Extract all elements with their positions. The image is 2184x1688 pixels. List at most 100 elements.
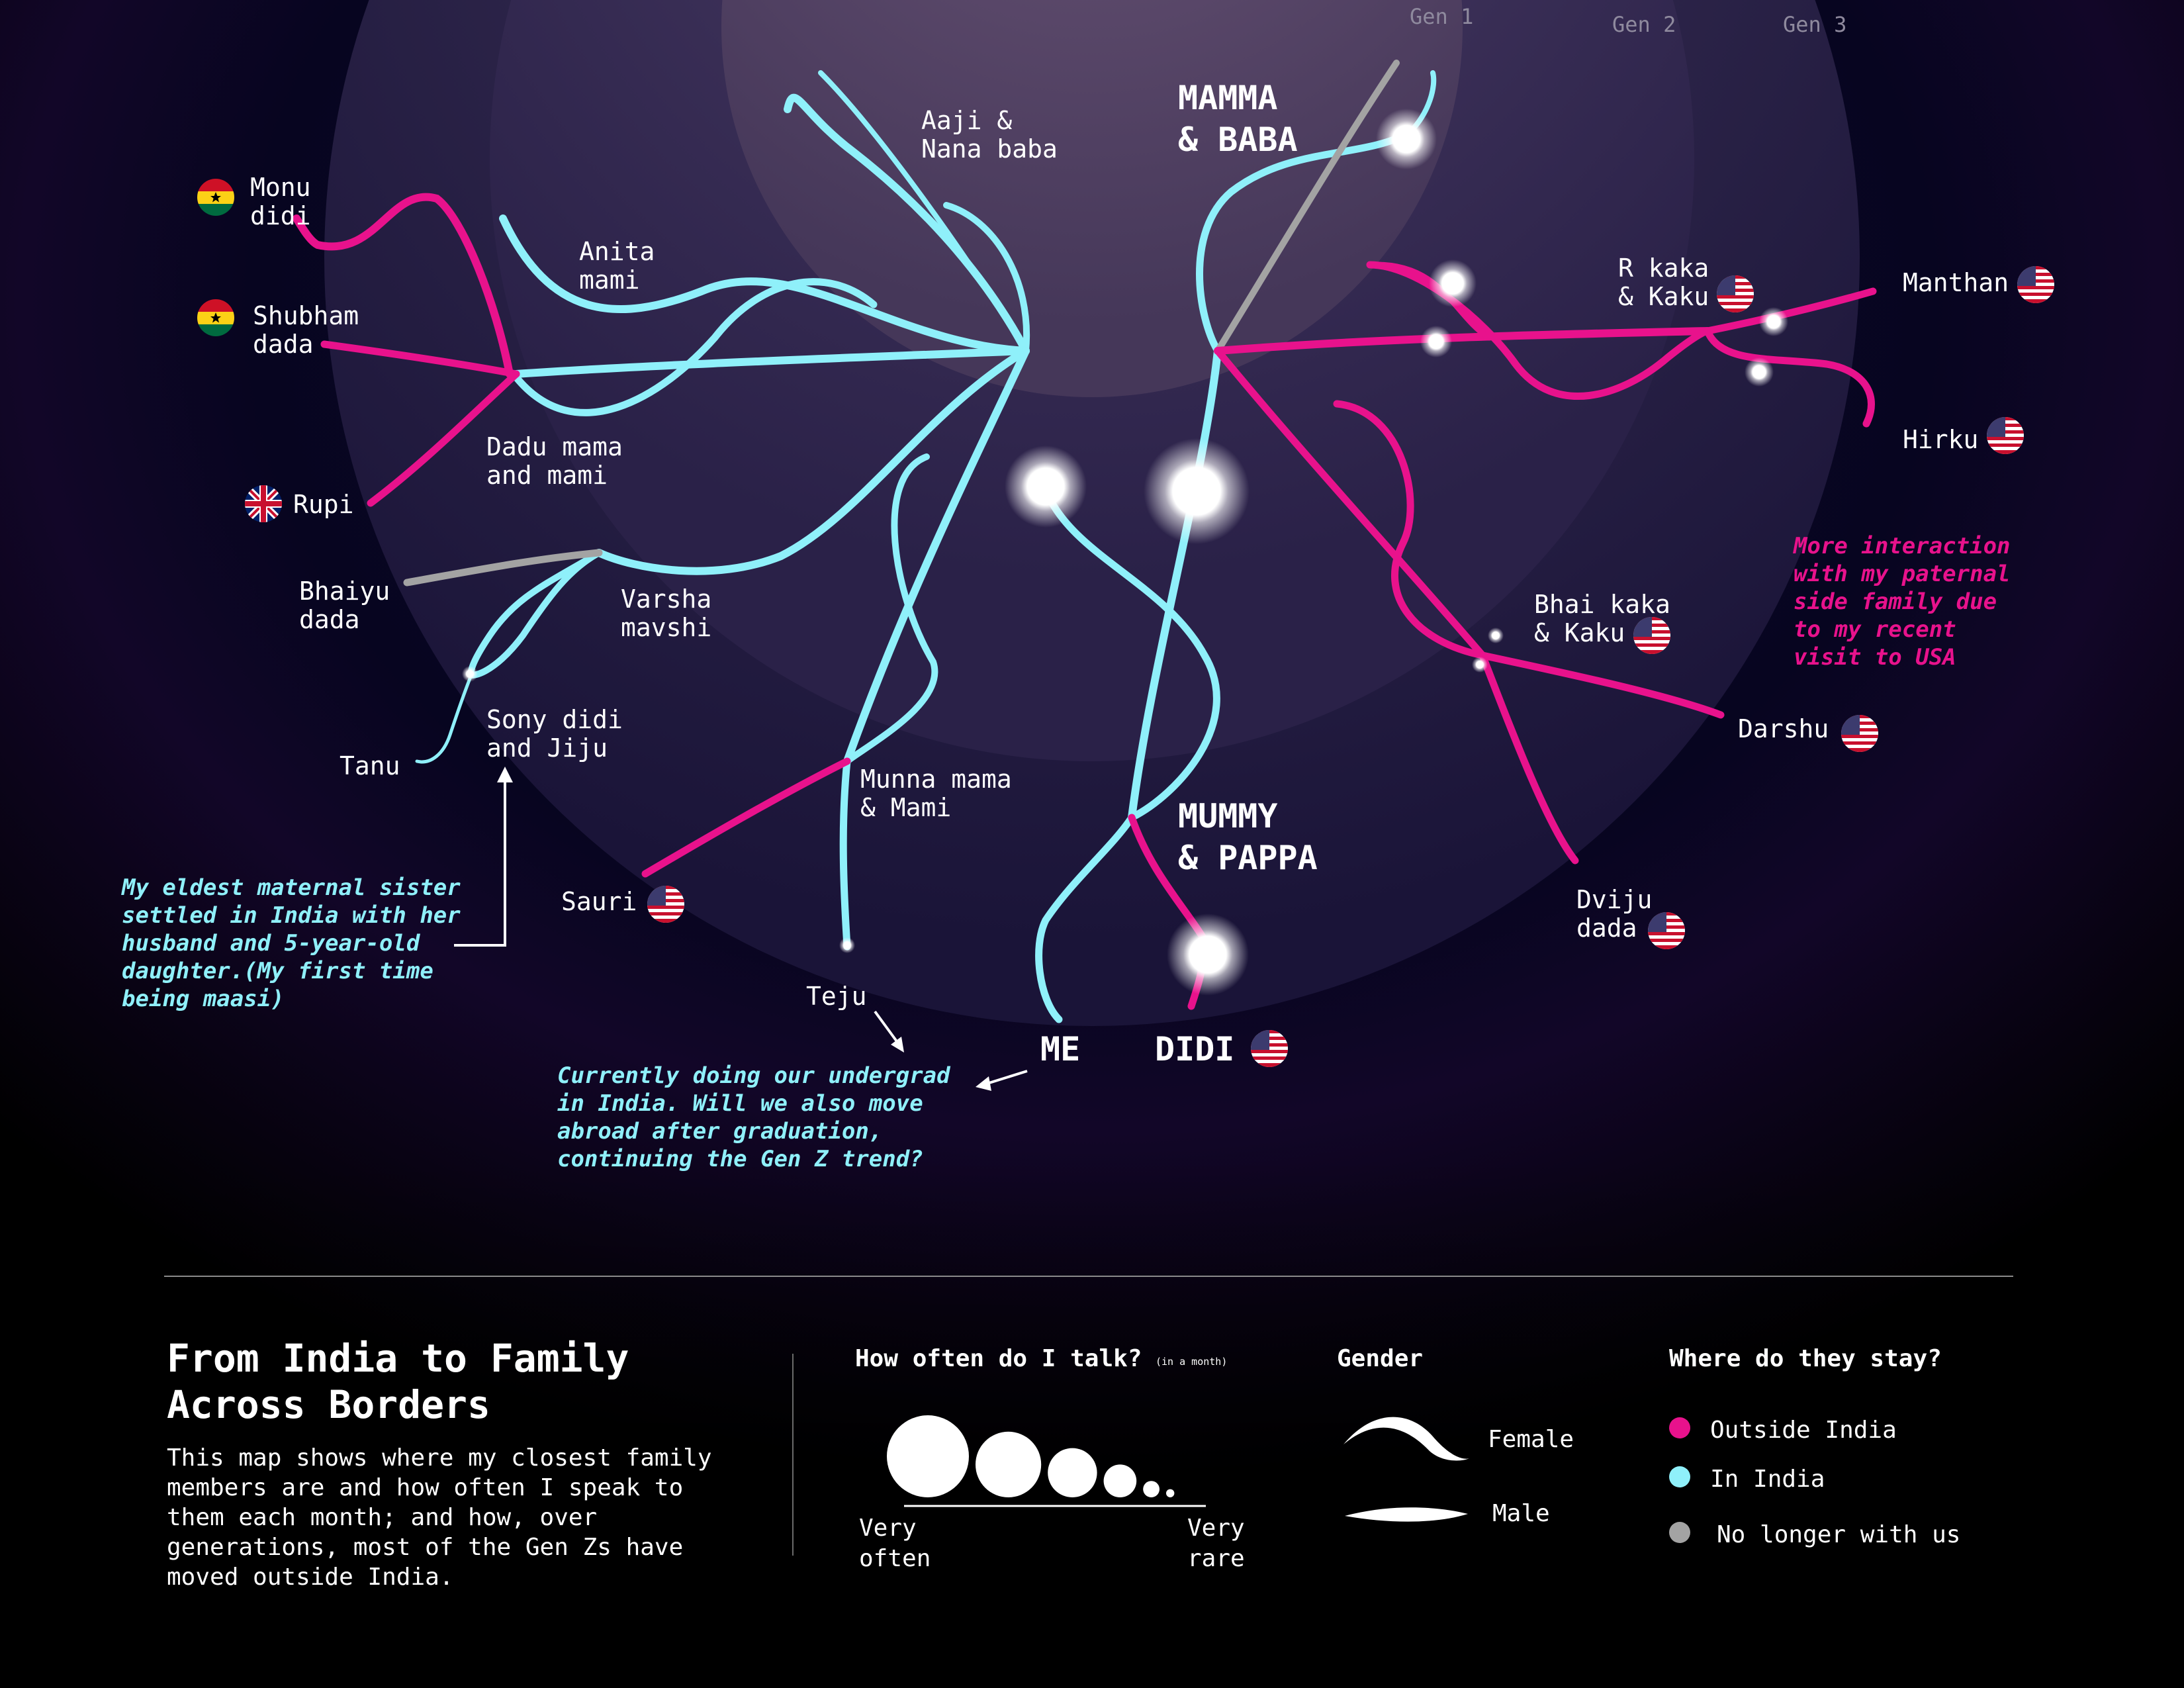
rupi-label: Rupi: [293, 490, 354, 519]
me-arrow: [984, 1070, 1028, 1086]
female-wave-icon: [1343, 1417, 1469, 1461]
outside-india-dot: [1669, 1417, 1690, 1438]
darshu-label: Darshu: [1738, 714, 1829, 743]
uk-flag-icon: [245, 485, 282, 522]
link-bhaiyu-grey: [403, 549, 603, 586]
male-blade-icon: [1345, 1507, 1468, 1522]
us-flag-icon: [1251, 1030, 1288, 1067]
link-varsha: [595, 347, 1030, 575]
sony-label: Sony didi and Jiju: [486, 705, 638, 763]
ghana-flag-icon: [197, 299, 234, 336]
background-fade: [0, 1158, 2184, 1688]
location-legend-title: Where do they stay?: [1669, 1345, 1942, 1372]
dadu-label: Dadu mama and mami: [486, 432, 638, 490]
manthan-label: Manthan: [1903, 268, 2009, 297]
no-longer-dot: [1669, 1522, 1690, 1543]
female-label: Female: [1488, 1426, 1574, 1453]
link-sony: [467, 549, 602, 679]
link-rupi: [367, 370, 520, 507]
link-darshu: [1479, 651, 1725, 719]
link-aaji-top: [818, 70, 1028, 353]
link-bhaikaka: [1214, 347, 1486, 659]
varsha-label: Varsha mavshi: [621, 585, 727, 642]
link-mamma-baba-up: [1196, 128, 1414, 355]
link-sauri: [641, 757, 851, 878]
link-baba-grey: [1214, 60, 1400, 354]
description: This map shows where my closest family m…: [167, 1444, 726, 1591]
bhaikaka-star-2[interactable]: [1472, 657, 1488, 673]
link-munna: [843, 347, 1030, 765]
gen1-label: Gen 1: [1410, 4, 1473, 29]
us-flag-icon: [2017, 266, 2054, 303]
gender-legend-title: Gender: [1337, 1345, 1423, 1372]
gen1-ring: [721, 0, 1463, 397]
stars: [462, 109, 1788, 996]
link-anita-wave: [512, 278, 878, 416]
us-flag-icon: [647, 886, 684, 923]
link-teju: [839, 757, 851, 951]
in-india-dot: [1669, 1466, 1690, 1487]
rkaka-star-2[interactable]: [1420, 326, 1452, 357]
link-rkaka: [1214, 327, 1711, 355]
main-title: From India to Family Across Borders: [167, 1336, 652, 1427]
hirku-star[interactable]: [1745, 357, 1774, 387]
link-munna-wave: [844, 453, 938, 765]
aaji-label: Aaji & Nana baba: [921, 106, 1058, 164]
bhaikaka-star-1[interactable]: [1488, 628, 1504, 643]
teju-star[interactable]: [839, 937, 855, 953]
link-shubham: [320, 340, 520, 378]
bhaikaka-label: Bhai kaka & Kaku: [1534, 590, 1686, 647]
teju-arrowhead: [891, 1037, 904, 1053]
sony-star[interactable]: [462, 666, 478, 682]
talk-frequency-circle: [887, 1415, 969, 1497]
anita-label: Anita mami: [579, 237, 670, 295]
mummy-star[interactable]: [1005, 445, 1087, 528]
link-aaji-down: [943, 202, 1030, 354]
talk-right-label: Very rare: [1187, 1515, 1259, 1572]
link-bhaikaka-wave: [1333, 400, 1486, 659]
male-label: Male: [1492, 1500, 1550, 1527]
us-flag-icon: [1648, 912, 1685, 949]
tanu-label: Tanu: [340, 751, 400, 780]
link-hirku: [1704, 327, 1875, 428]
munna-label: Munna mama & Mami: [860, 765, 1027, 822]
me-arrowhead: [976, 1076, 991, 1091]
link-dviju: [1479, 651, 1579, 865]
ghana-flag-icon: [197, 179, 234, 216]
didi-star[interactable]: [1167, 914, 1249, 996]
gen3-label: Gen 3: [1783, 12, 1846, 37]
gen2-label: Gen 2: [1612, 12, 1676, 37]
me-label: ME: [1040, 1030, 1080, 1068]
link-sony-2: [468, 549, 602, 679]
outside-india-label: Outside India: [1710, 1417, 1897, 1444]
mamma-baba-star[interactable]: [1376, 109, 1437, 169]
talk-frequency-circle: [1166, 1489, 1175, 1497]
link-mamma-mummy: [1128, 347, 1222, 821]
manthan-star[interactable]: [1759, 307, 1788, 336]
teju-arrow: [874, 1010, 901, 1047]
in-india-label: In India: [1710, 1466, 1825, 1493]
link-manthan: [1704, 287, 1877, 335]
sony-note-arrow: [454, 776, 506, 947]
talk-frequency-circle: [976, 1431, 1042, 1497]
mummy-pappa-label: MUMMY & PAPPA: [1178, 797, 1318, 877]
rkaka-star-1[interactable]: [1429, 259, 1477, 307]
dviju-label: Dviju dada: [1576, 885, 1667, 943]
link-me: [1035, 814, 1136, 1023]
pappa-star[interactable]: [1144, 438, 1250, 544]
monu-label: Monu didi: [250, 173, 326, 230]
talk-frequency-scale: [887, 1415, 1175, 1498]
connectors: [293, 60, 1877, 1023]
link-monu: [293, 193, 514, 378]
bhaiyu-label: Bhaiyu dada: [299, 577, 405, 634]
link-me-mummy: [1042, 486, 1220, 821]
link-dadu: [512, 347, 1030, 378]
sony-note: My eldest maternal sister settled in Ind…: [121, 874, 474, 1012]
hirku-label: Hirku: [1903, 425, 1978, 454]
talk-legend-title: How often do I talk?: [855, 1345, 1142, 1372]
undergrad-note: Currently doing our undergrad in India. …: [557, 1062, 964, 1172]
sony-note-arrowhead: [497, 767, 513, 782]
talk-frequency-circle: [1103, 1464, 1137, 1497]
us-flag-icon: [1987, 417, 2024, 454]
